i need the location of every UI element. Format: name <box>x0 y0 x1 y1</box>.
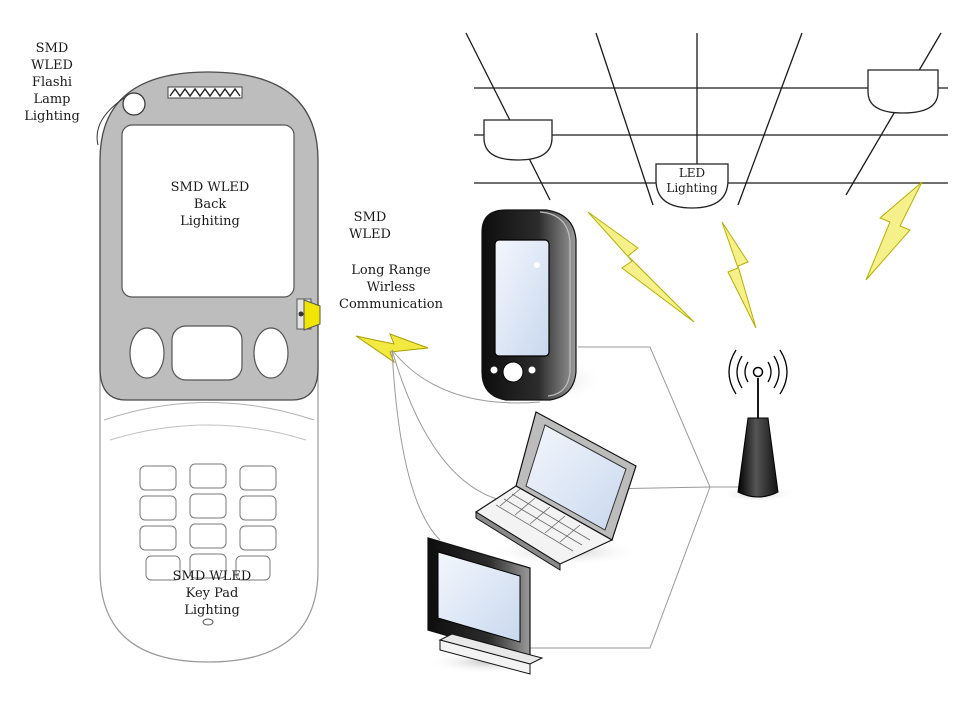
lightning-bolt-icon <box>587 211 695 323</box>
flash-label-line: Lighting <box>24 109 80 124</box>
led-label-line: Lighting <box>666 181 718 195</box>
microphone-icon <box>202 618 214 626</box>
side-wled-label-line: WLED <box>349 227 391 242</box>
keypad <box>139 463 277 581</box>
flash-label-line: SMD <box>35 41 69 56</box>
pda-icon <box>481 209 603 404</box>
back-label-line: Lighiting <box>180 214 240 229</box>
lightning-bolt-icon <box>865 181 923 281</box>
flash-lamp-label: SMD WLED Flashi Lamp Lighting <box>14 40 90 125</box>
flash-label-line: Lamp <box>33 92 71 107</box>
mobile-phone <box>96 71 321 663</box>
back-label-line: Back <box>193 197 227 212</box>
led-lighting-label: LED Lighting <box>656 166 728 196</box>
lightning-bolt-icon <box>355 333 429 364</box>
laptop-icon <box>474 411 640 571</box>
lightning-bolt-icon <box>721 221 757 329</box>
long-range-label-line: Wirless <box>366 280 416 295</box>
long-range-label-line: Long Range <box>351 263 431 278</box>
left-soft-key <box>129 327 165 379</box>
ceiling-lamp-icon <box>867 69 939 114</box>
flash-label-line: WLED <box>31 58 73 73</box>
side-wled-label: SMD WLED <box>340 209 400 243</box>
network-lines <box>391 346 740 649</box>
monitor-icon <box>426 537 550 675</box>
flash-label-line: Flashi <box>31 75 73 90</box>
keypad-lighting-label: SMD WLED Key Pad Lighting <box>152 568 272 619</box>
back-lighting-label: SMD WLED Back Lighiting <box>150 179 270 230</box>
keypad-label-line: Key Pad <box>185 586 239 601</box>
back-label-line: SMD WLED <box>170 180 250 195</box>
keypad-label-line: SMD WLED <box>172 569 252 584</box>
antenna-tower-icon <box>720 349 796 502</box>
flash-leader-line <box>96 97 125 146</box>
ceiling-lamp-icon <box>483 119 553 161</box>
keypad-slide-arc <box>103 402 315 421</box>
long-range-label: Long Range Wirless Communication <box>336 262 446 313</box>
side-wled-label-line: SMD <box>353 210 387 225</box>
flash-lamp-icon <box>122 92 146 116</box>
keypad-label-line: Lighting <box>184 603 240 618</box>
led-label-line: LED <box>678 166 706 180</box>
phone-screen <box>121 124 295 298</box>
long-range-label-line: Communication <box>339 297 443 312</box>
led-lighting-lamp <box>655 163 729 209</box>
right-soft-key <box>253 327 289 379</box>
speaker-grille-icon <box>167 86 243 99</box>
center-nav-key <box>171 325 243 381</box>
side-wled-icon <box>296 298 321 331</box>
